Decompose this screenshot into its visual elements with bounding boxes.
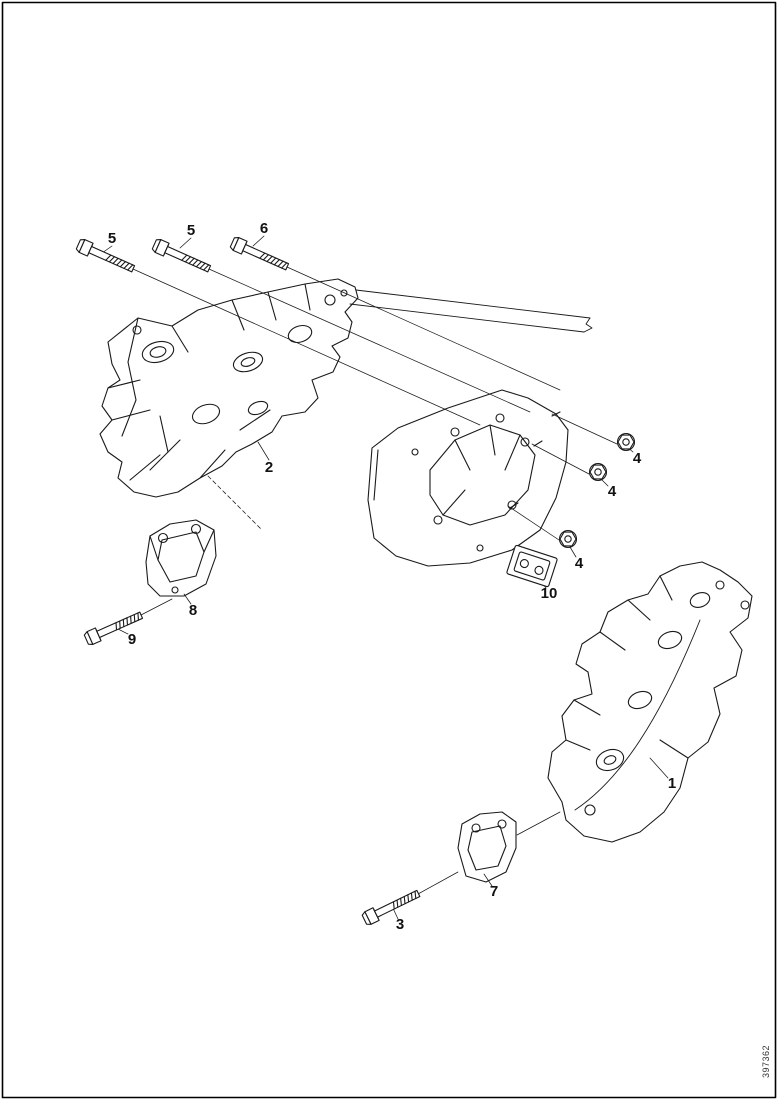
bracket-2-casting <box>99 278 359 498</box>
callout-4-middle: 4 <box>608 483 617 500</box>
callout-8: 8 <box>189 602 197 619</box>
callout-9: 9 <box>128 631 136 648</box>
callout-4-bottom: 4 <box>575 555 584 572</box>
callout-5-middle: 5 <box>187 222 195 239</box>
callout-5-left: 5 <box>108 230 116 247</box>
nut-4-middle <box>588 462 608 482</box>
plate-10 <box>506 544 558 588</box>
bolt-3 <box>360 886 422 927</box>
frame-rail-break-lines <box>349 289 593 333</box>
callout-2: 2 <box>265 459 273 476</box>
callout-1: 1 <box>668 775 676 792</box>
frame-rail-plate <box>367 389 569 567</box>
callout-4-top: 4 <box>633 450 642 467</box>
bolt-5-left <box>74 237 137 276</box>
bracket-1-casting <box>547 561 753 843</box>
bracket-7-small <box>457 811 517 883</box>
axis-leader-lines <box>132 266 618 895</box>
callout-6: 6 <box>260 220 268 237</box>
bolt-6 <box>228 235 291 274</box>
nut-4-bottom <box>558 529 578 549</box>
bracket-8-small <box>145 519 217 597</box>
nut-4-top <box>616 432 636 452</box>
callout-3: 3 <box>396 916 404 933</box>
bolt-5-middle <box>150 237 213 276</box>
callout-10: 10 <box>541 585 558 602</box>
callout-7: 7 <box>490 883 498 900</box>
figure-number: 397362 <box>761 1045 771 1078</box>
